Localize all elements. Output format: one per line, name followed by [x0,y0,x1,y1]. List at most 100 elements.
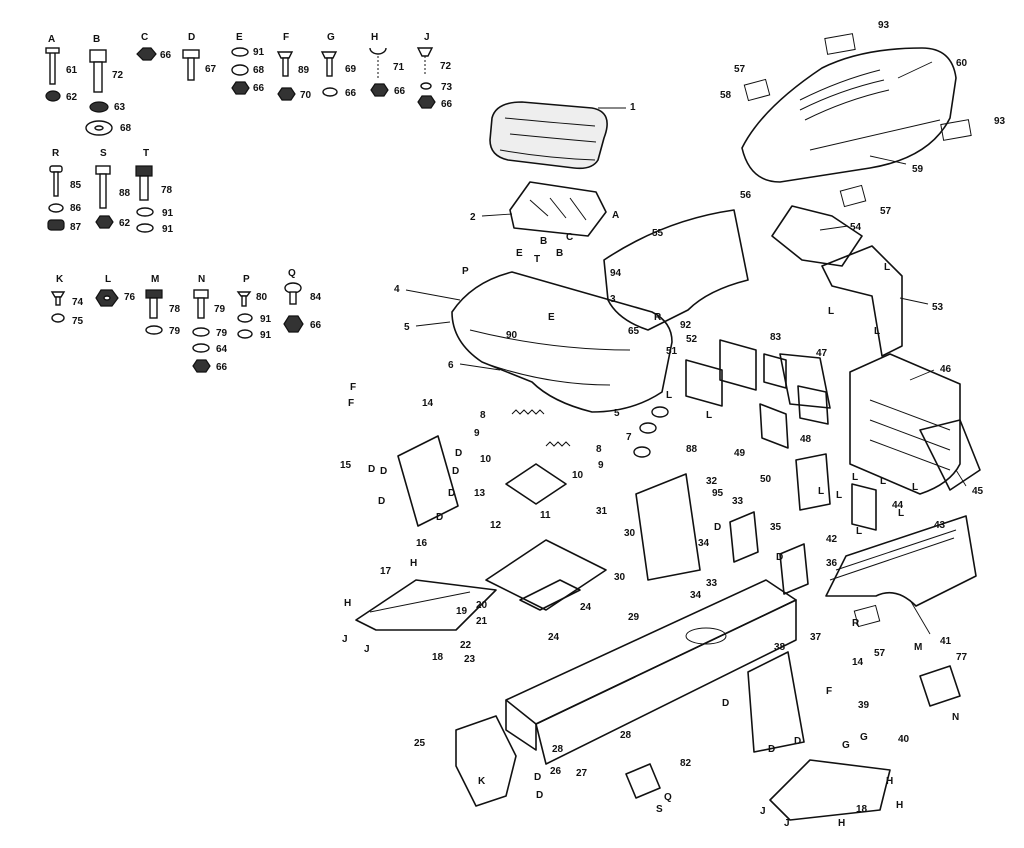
mark-l-12: L [856,526,862,537]
mark-d-6: D [452,466,459,477]
callout-9-b: 9 [598,460,604,471]
callout-42: 42 [826,534,838,545]
mark-l-2: L [884,262,890,273]
callout-53: 53 [932,302,944,313]
callout-1: 1 [630,102,636,113]
mark-d-2: D [380,466,387,477]
bumper-88-a [651,406,669,418]
kit-g-part-69: 69 [345,64,357,75]
decal-57-top [743,78,771,102]
kit-a-part-62: 62 [66,92,78,103]
callout-24-b: 24 [548,632,560,643]
side-plate-15 [397,435,459,527]
mark-h-5: H [838,818,845,829]
callout-77: 77 [956,652,968,663]
callout-94: 94 [610,268,622,279]
callout-8-b: 8 [596,444,602,455]
mark-d-7: D [448,488,455,499]
spring-8-a [511,409,545,415]
kit-t-part-91-b: 91 [162,224,174,235]
callout-90: 90 [506,330,518,341]
kit-t-part-78: 78 [161,185,173,196]
mark-j-2: J [364,644,370,655]
mark-a-1: A [612,210,619,221]
callout-34-a: 34 [698,538,710,549]
mark-b-1: B [540,236,547,247]
kit-letter-k: K [56,274,64,285]
callout-31: 31 [596,506,608,517]
bumper-88-b [639,422,657,434]
hardware-kit-b: B 72 63 68 [85,34,132,136]
mark-c-1: C [566,232,573,243]
kit-q-part-66: 66 [310,320,322,331]
kit-f-part-70: 70 [300,90,312,101]
bracket-51-52 [685,339,757,407]
callout-18-a: 18 [432,652,444,663]
panel-47 [779,353,831,409]
kit-j-part-72: 72 [440,61,452,72]
kit-n-part-79-a: 79 [214,304,226,315]
mark-l-11: L [898,508,904,519]
mark-h-3: H [886,776,893,787]
kit-f-part-89: 89 [298,65,310,76]
kit-letter-t: T [143,148,149,159]
callout-51: 51 [666,346,678,357]
mark-h-1: H [410,558,417,569]
callout-30-b: 30 [614,572,626,583]
callout-39: 39 [858,700,870,711]
mark-d-12: D [722,698,729,709]
kit-c-part-66: 66 [160,50,172,61]
mark-j-1: J [342,634,348,645]
hardware-kit-q: Q 84 66 [283,268,322,333]
callout-49: 49 [734,448,746,459]
front-grille [849,353,961,495]
callout-33-a: 33 [732,496,744,507]
spring-8-b [545,441,571,447]
callout-95: 95 [712,488,724,499]
callout-21: 21 [476,616,488,627]
callout-36: 36 [826,558,838,569]
callout-52: 52 [686,334,698,345]
kit-j-part-73: 73 [441,82,453,93]
mark-g-1: G [860,732,868,743]
plate-82 [625,763,661,799]
kit-g-part-66: 66 [345,88,357,99]
callout-12: 12 [490,520,502,531]
mark-l-7: L [836,490,842,501]
kit-r-part-86: 86 [70,203,82,214]
kit-h-part-66: 66 [394,86,406,97]
mark-d-10: D [714,522,721,533]
kit-m-part-79: 79 [169,326,181,337]
mark-l-10: L [912,482,918,493]
mark-b-2: B [556,248,563,259]
kit-q-part-84: 84 [310,292,322,303]
callout-57-c: 57 [874,648,886,659]
hood-bracket-54 [771,205,863,267]
panel-48 [797,385,829,425]
callout-28-b: 28 [552,744,564,755]
side-panel-38 [747,651,805,753]
mark-l-1: L [828,306,834,317]
kit-b-part-63: 63 [114,102,126,113]
mark-f-2: F [348,398,354,409]
mark-d-5: D [455,448,462,459]
kit-letter-c: C [141,32,148,43]
callout-9-a: 9 [474,428,480,439]
callout-35: 35 [770,522,782,533]
mark-r-1: R [654,312,662,323]
kit-e-part-66: 66 [253,83,265,94]
callout-93-a: 93 [878,20,890,31]
dash-console [603,209,749,331]
mark-l-5: L [706,410,712,421]
mark-h-4: H [896,800,903,811]
callout-6: 6 [448,360,454,371]
decal-93-top [824,33,856,55]
mark-n-1: N [952,712,959,723]
mark-l-3: L [874,326,880,337]
mark-d-3: D [378,496,385,507]
bumper-88-c [633,446,651,458]
kit-a-part-61: 61 [66,65,78,76]
callout-46: 46 [940,364,952,375]
seat-pan [509,181,607,237]
callout-16: 16 [416,538,428,549]
